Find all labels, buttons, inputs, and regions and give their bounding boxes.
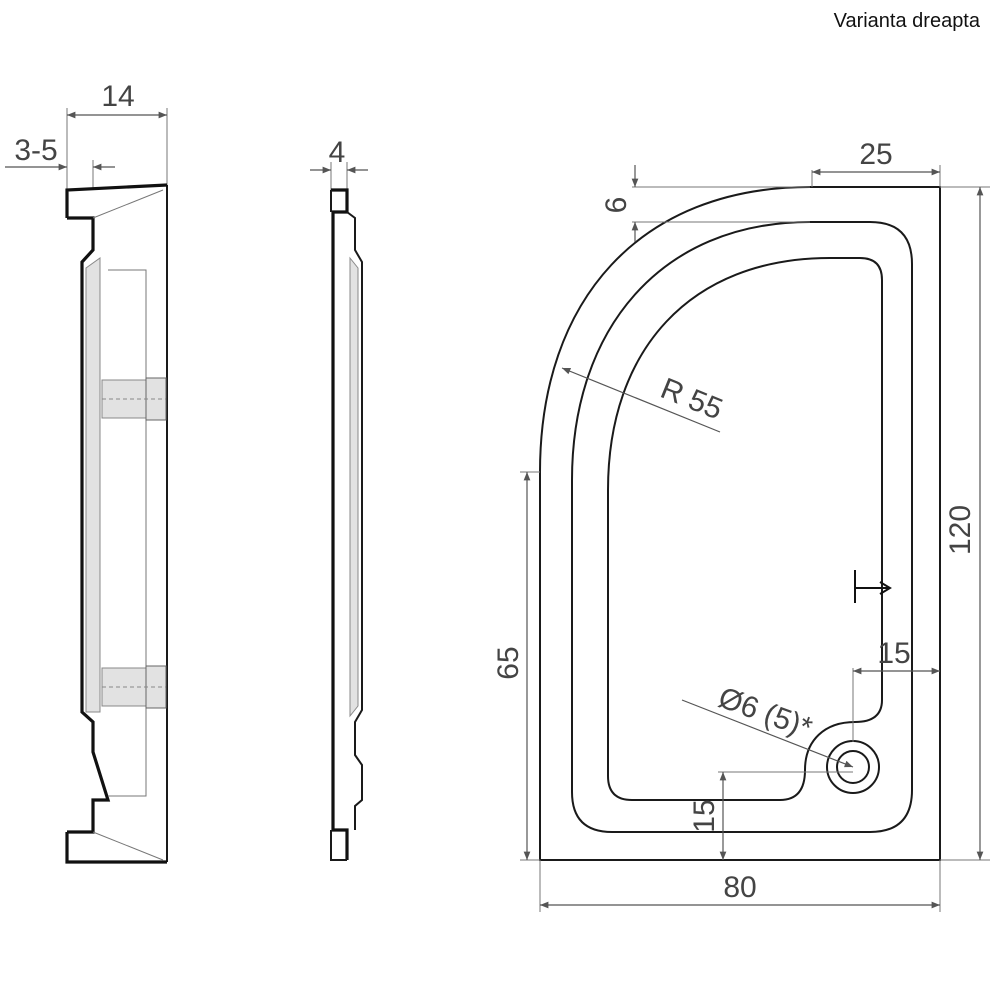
bolt-upper xyxy=(101,377,167,421)
thickness-label: 4 xyxy=(329,136,346,169)
side-view-left: 14 3-5 xyxy=(5,80,168,864)
bolt-lower xyxy=(101,665,167,709)
rim-label: 3-5 xyxy=(14,134,57,167)
side-view-middle: 4 xyxy=(310,136,368,861)
rim-line xyxy=(571,221,913,833)
rim-label-6: 6 xyxy=(600,197,633,214)
tray-outline xyxy=(539,186,941,861)
direction-arrow-icon xyxy=(854,570,892,603)
drain-offset-y-label: 15 xyxy=(688,799,721,832)
basin-line xyxy=(607,257,883,801)
height-label: 120 xyxy=(944,505,977,555)
top-view: 25 6 R 55 120 65 15 Ø6 (5)* 15 xyxy=(492,138,990,912)
variant-label: Varianta dreapta xyxy=(833,10,980,32)
width-label: 14 xyxy=(101,80,134,113)
top-offset-label: 25 xyxy=(859,138,892,171)
straight-side-label: 65 xyxy=(492,646,525,679)
radius-label: R 55 xyxy=(656,372,727,426)
drain-inner xyxy=(836,750,870,784)
drain-offset-x-label: 15 xyxy=(877,637,910,670)
width-label-80: 80 xyxy=(723,871,756,904)
drain-label: Ø6 (5)* xyxy=(714,681,816,745)
